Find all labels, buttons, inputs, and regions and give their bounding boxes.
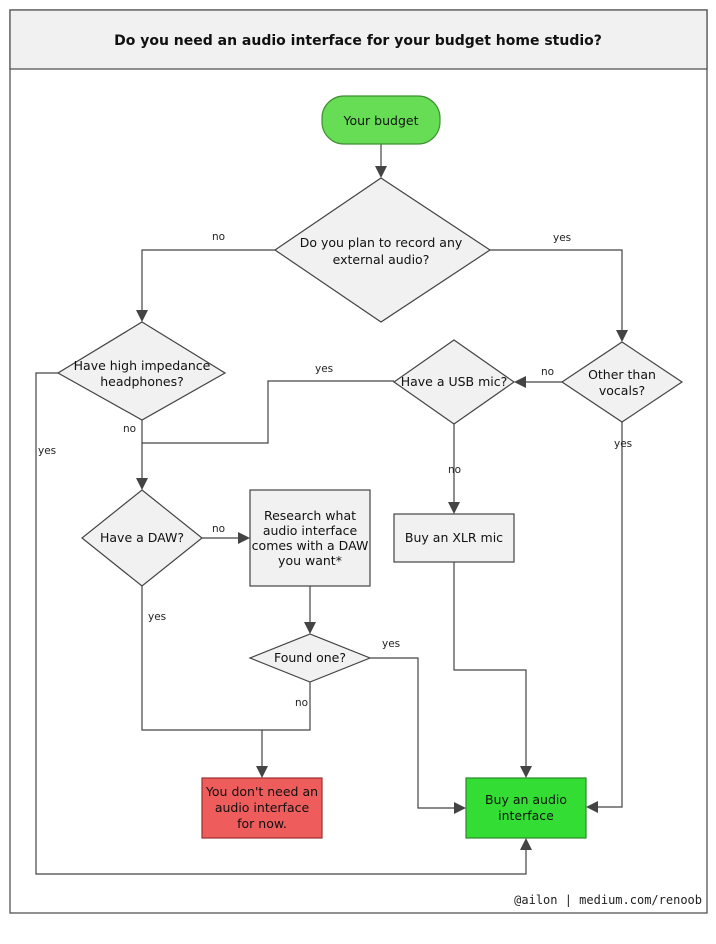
decision-diamond	[248, 633, 372, 683]
credit-text: @ailon | medium.com/renoob	[514, 893, 702, 907]
edge-have-daw-to-no-need	[141, 586, 262, 731]
arrowhead	[448, 502, 460, 514]
outcome-box	[465, 777, 587, 839]
arrowhead	[586, 801, 598, 813]
process-research: Research what audio interface comes with…	[249, 489, 371, 587]
decision-diamond	[560, 341, 684, 423]
edge-external-audio-to-other-than-vocals	[490, 249, 623, 335]
process-label: Research what	[264, 508, 356, 523]
diagram-title: Do you need an audio interface for your …	[114, 33, 602, 49]
decision-high-impedance: Have high impedance headphones?	[56, 321, 227, 421]
arrowhead	[520, 838, 532, 850]
decision-label: Have a USB mic?	[401, 374, 508, 389]
decision-label: Do you plan to record any	[300, 235, 463, 250]
edge-label-yes: yes	[382, 638, 400, 650]
outcome-buy-interface: Buy an audio interface	[465, 777, 587, 839]
process-xlr-mic: Buy an XLR mic	[393, 513, 515, 563]
decision-diamond	[273, 177, 492, 323]
arrowhead	[454, 802, 466, 814]
arrowhead	[136, 310, 148, 322]
edge-high-impedance-to-buy-interface	[35, 372, 527, 875]
start-terminal	[321, 95, 441, 145]
edge-label-yes: yes	[553, 232, 571, 244]
arrowhead	[616, 330, 628, 342]
decision-label: Have high impedance	[74, 358, 211, 373]
arrowhead	[238, 532, 250, 544]
edge-label-no: no	[212, 231, 225, 243]
start-node: Your budget	[321, 95, 441, 145]
edge-other-than-vocals-to-buy-interface	[593, 422, 623, 808]
process-label: audio interface	[263, 523, 358, 538]
edge-usb-mic-to-have-daw	[142, 380, 394, 444]
diagram-frame	[9, 9, 708, 914]
edge-label-no: no	[212, 523, 225, 535]
decision-have-daw: Have a DAW?	[81, 489, 203, 587]
decision-label: vocals?	[599, 383, 645, 398]
edge-label-yes: yes	[614, 438, 632, 450]
arrowhead	[514, 376, 526, 388]
edge-xlr-mic-to-buy-interface	[453, 562, 527, 771]
process-label: Buy an XLR mic	[405, 530, 503, 545]
decision-external-audio: Do you plan to record any external audio…	[273, 177, 492, 323]
process-label: comes with a DAW	[252, 538, 369, 553]
edge-found-one-to-no-need	[261, 682, 311, 771]
edge-label-no: no	[295, 697, 308, 709]
decision-label: Have a DAW?	[100, 530, 184, 545]
edge-label-yes: yes	[315, 363, 333, 375]
edge-label-no: no	[448, 464, 461, 476]
process-label: you want*	[278, 553, 342, 568]
decision-diamond	[81, 489, 203, 587]
outcome-no-need: You don't need an audio interface for no…	[201, 777, 323, 839]
outcome-label: You don't need an	[205, 784, 318, 799]
title-bar	[9, 9, 708, 70]
arrowhead	[520, 766, 532, 778]
outcome-label: audio interface	[215, 800, 310, 815]
outcome-box	[201, 777, 323, 839]
process-box	[393, 513, 515, 563]
decision-label: external audio?	[333, 252, 430, 267]
arrowhead	[256, 766, 268, 778]
decision-label: Other than	[588, 367, 656, 382]
decision-found-one: Found one?	[248, 633, 372, 683]
edge-label-yes: yes	[38, 445, 56, 457]
outcome-label: for now.	[237, 816, 287, 831]
arrowhead	[136, 478, 148, 490]
arrowhead	[375, 166, 387, 178]
decision-label: Found one?	[274, 650, 346, 665]
outcome-label: interface	[498, 808, 554, 823]
connector-group	[35, 144, 628, 875]
outcome-label: Buy an audio	[485, 792, 567, 807]
decision-other-than-vocals: Other than vocals?	[560, 341, 684, 423]
start-label: Your budget	[343, 113, 419, 128]
edge-label-no: no	[541, 366, 554, 378]
arrowhead	[304, 622, 316, 634]
decision-label: headphones?	[100, 374, 183, 389]
process-box	[249, 489, 371, 587]
edge-found-one-to-buy-interface	[370, 657, 459, 809]
decision-usb-mic: Have a USB mic?	[392, 339, 516, 425]
decision-diamond	[392, 339, 516, 425]
edge-label-no: no	[123, 423, 136, 435]
edge-label-group: no yes no yes yes no no yes no yes yes n…	[38, 231, 632, 709]
edge-external-audio-to-high-impedance	[141, 249, 275, 315]
edge-label-yes: yes	[148, 611, 166, 623]
decision-diamond	[56, 321, 227, 421]
